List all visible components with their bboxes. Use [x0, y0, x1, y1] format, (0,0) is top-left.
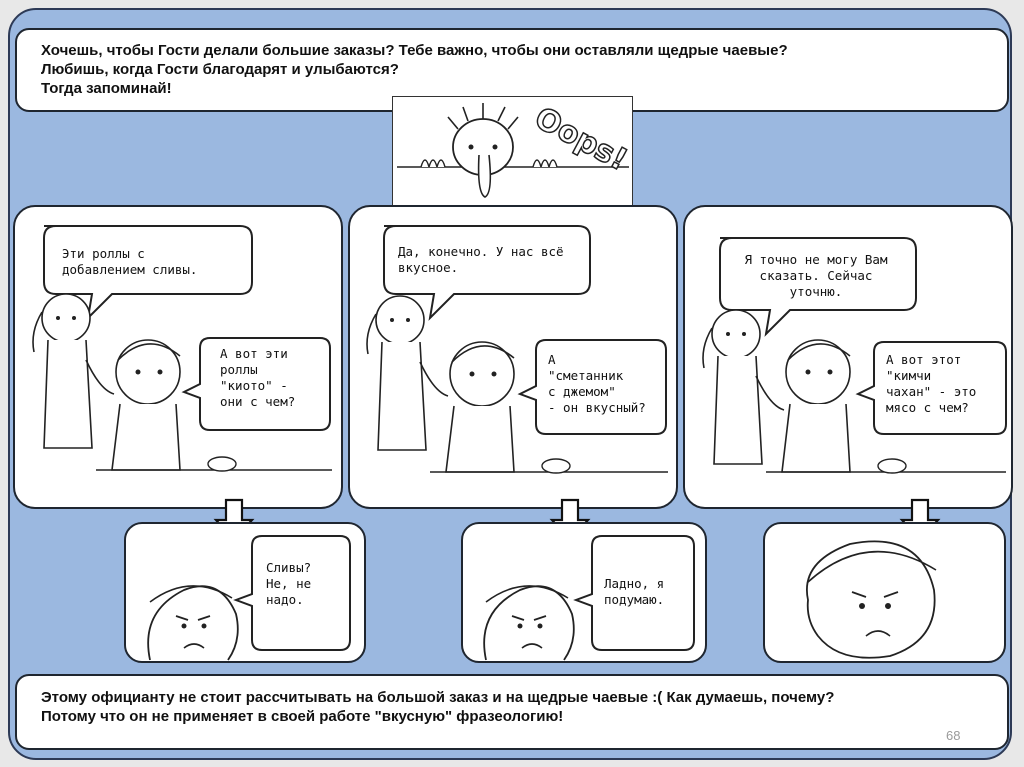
conclusion-line-1: Этому официанту не стоит рассчитывать на…	[41, 689, 835, 706]
speech-line: "кимчи	[886, 368, 932, 383]
speech-line: Да, конечно. У нас всё	[398, 244, 564, 259]
speech-line: роллы	[220, 362, 258, 377]
panel-3-guest-speech: А вот этот "кимчи чахан" - это мясо с че…	[886, 352, 976, 416]
speech-line: Сливы?	[266, 560, 312, 575]
speech-line: Я точно не могу Вам	[744, 252, 888, 267]
speech-line: - он вкусный?	[548, 400, 646, 415]
reaction-1-speech: Сливы? Не, не надо.	[266, 560, 311, 608]
speech-line: Эти роллы с	[62, 246, 145, 261]
speech-line: они с чем?	[220, 394, 296, 409]
speech-line: "киото" -	[220, 378, 288, 393]
panel-1-guest-speech: А вот эти роллы "киото" - они с чем?	[220, 346, 295, 410]
speech-line: "сметанник	[548, 368, 624, 383]
panel-2-guest-speech: А "сметанник с джемом" - он вкусный?	[548, 352, 646, 416]
speech-line: А вот этот	[886, 352, 962, 367]
intro-line-1: Хочешь, чтобы Гости делали большие заказ…	[41, 42, 788, 59]
reaction-2-speech: Ладно, я подумаю.	[604, 576, 664, 608]
speech-line: А вот эти	[220, 346, 288, 361]
speech-line: Не, не	[266, 576, 312, 591]
speech-line: надо.	[266, 592, 304, 607]
conclusion-line-2: Потому что он не применяет в своей работ…	[41, 708, 564, 725]
intro-line-2: Любишь, когда Гости благодарят и улыбают…	[41, 61, 399, 78]
speech-line: чахан" - это	[886, 384, 977, 399]
conclusion-banner: Этому официанту не стоит рассчитывать на…	[15, 674, 1009, 750]
page-number: 68	[946, 728, 961, 743]
oops-drawing: Oops!	[397, 100, 634, 198]
intro-line-3: Тогда запоминай!	[41, 80, 172, 97]
speech-line: с джемом"	[548, 384, 616, 399]
panel-3-waiter-speech: Я точно не могу Вам сказать. Сейчас уточ…	[728, 252, 904, 300]
speech-line: добавлением сливы.	[62, 262, 198, 277]
speech-line: мясо с чем?	[886, 400, 969, 415]
speech-line: А	[548, 352, 556, 367]
speech-line: сказать. Сейчас	[759, 268, 873, 283]
speech-line: Ладно, я	[604, 576, 665, 591]
panel-2-waiter-speech: Да, конечно. У нас всё вкусное.	[398, 244, 564, 276]
speech-line: уточню.	[789, 284, 843, 299]
speech-line: подумаю.	[604, 592, 665, 607]
speech-line: вкусное.	[398, 260, 459, 275]
panel-1-waiter-speech: Эти роллы с добавлением сливы.	[62, 246, 197, 278]
